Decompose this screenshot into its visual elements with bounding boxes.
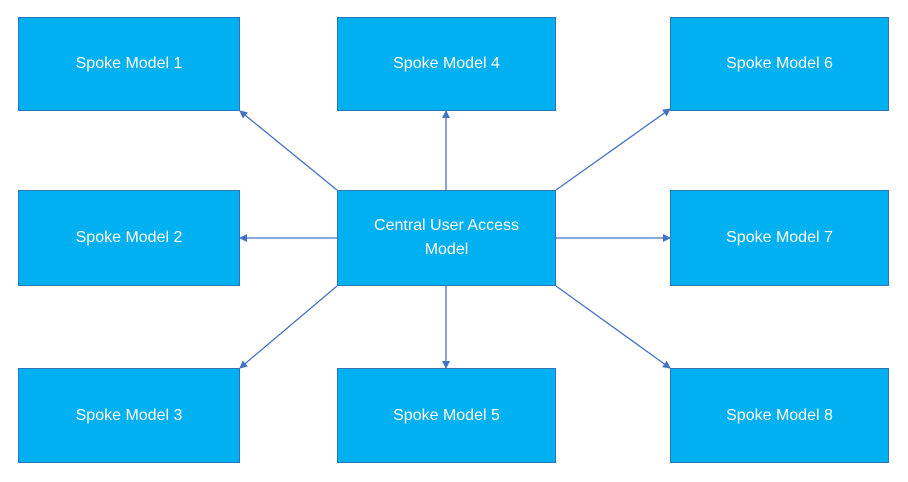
spoke-node-8-label: Spoke Model 8 bbox=[726, 406, 833, 424]
spoke-node-4: Spoke Model 4 bbox=[337, 17, 556, 111]
spoke-node-2-label: Spoke Model 2 bbox=[75, 229, 183, 246]
spoke-node-5: Spoke Model 5 bbox=[337, 368, 556, 463]
spoke-node-6: Spoke Model 6 bbox=[670, 17, 889, 111]
center-node: Central User Access Model bbox=[337, 190, 556, 286]
spoke-node-2: Spoke Model 2 bbox=[18, 190, 240, 286]
spoke-node-8: Spoke Model 8 bbox=[670, 368, 889, 463]
spoke-node-7: Spoke Model 7 bbox=[670, 190, 889, 286]
spoke-node-7-label: Spoke Model 7 bbox=[726, 229, 833, 246]
edge-center-to-spoke-3 bbox=[239, 285, 338, 369]
spoke-node-5-label: Spoke Model 5 bbox=[393, 406, 500, 424]
spoke-node-3: Spoke Model 3 bbox=[18, 368, 240, 463]
edge-center-to-spoke-1 bbox=[239, 110, 338, 191]
spoke-node-4-label: Spoke Model 4 bbox=[393, 55, 500, 72]
edge-center-to-spoke-8 bbox=[555, 285, 671, 369]
center-node-label: Central User Access Model bbox=[374, 217, 519, 258]
edge-center-to-spoke-6 bbox=[555, 108, 671, 191]
spoke-node-1-label: Spoke Model 1 bbox=[75, 55, 183, 72]
spoke-node-3-label: Spoke Model 3 bbox=[75, 406, 183, 424]
spoke-node-6-label: Spoke Model 6 bbox=[726, 55, 833, 72]
spoke-node-1: Spoke Model 1 bbox=[18, 17, 240, 111]
